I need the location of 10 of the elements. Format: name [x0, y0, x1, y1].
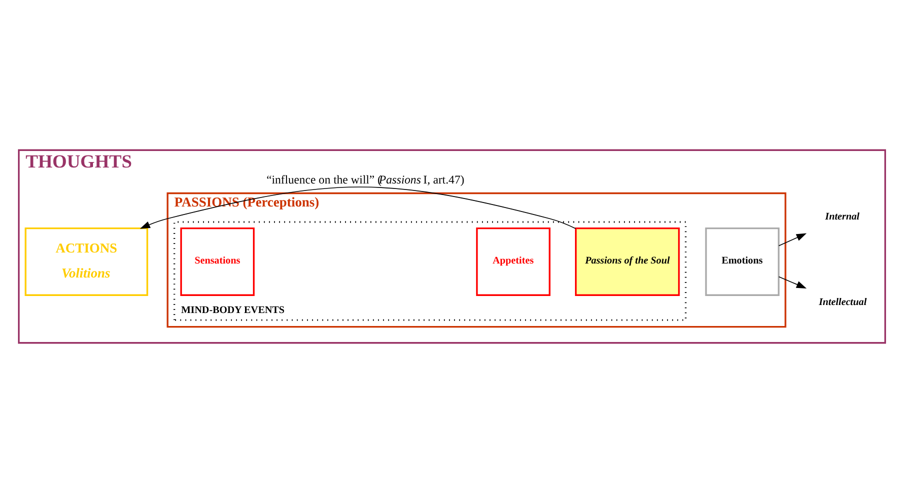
- node-box: Appetites: [476, 227, 550, 296]
- node-box: Sensations: [180, 227, 255, 296]
- arrow: [778, 233, 807, 246]
- node-text: Intellectual: [818, 296, 867, 308]
- node-text: Internal: [825, 212, 860, 223]
- arrow: [140, 186, 576, 229]
- node-box: Passions of the Soul: [574, 227, 680, 296]
- node-box: Emotions: [705, 227, 780, 296]
- node-box: ACTIONS Volitions: [24, 227, 148, 296]
- arrow: [778, 276, 807, 288]
